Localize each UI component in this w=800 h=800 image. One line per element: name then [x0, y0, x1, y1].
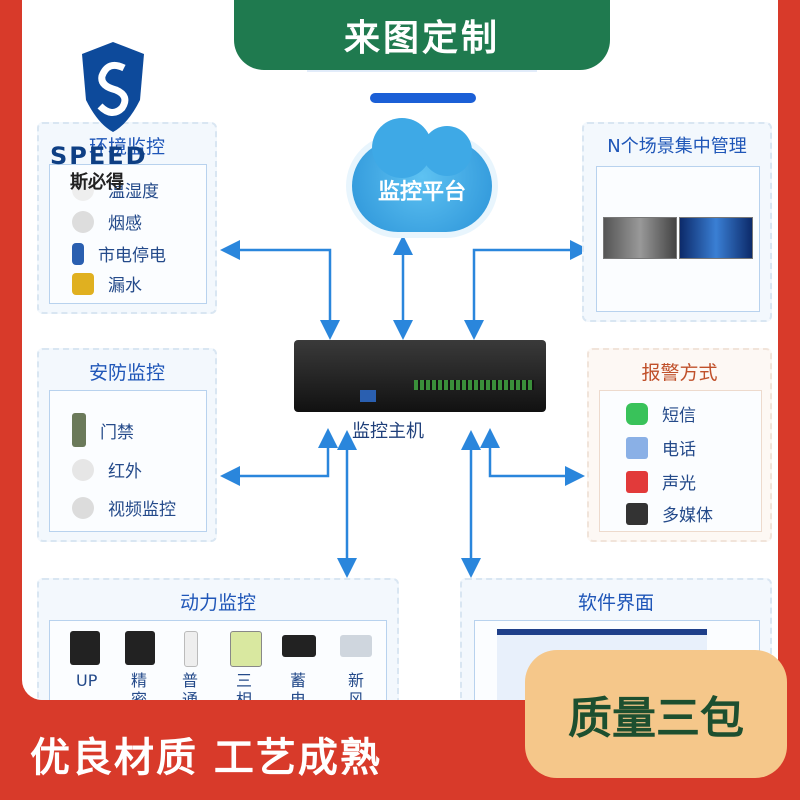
item-label: 市电停电 [98, 246, 166, 266]
terminal-block [414, 380, 534, 390]
arrow-scenes [464, 240, 590, 340]
fresh-air-icon [340, 635, 372, 657]
power-outage-icon [72, 242, 84, 265]
water-leak-icon [72, 272, 94, 295]
panel-title-environment: 环境监控 [88, 136, 165, 158]
battery-icon [282, 635, 316, 657]
title-underline [370, 93, 476, 103]
panel-inner-power: UP 精密 普通 三相 蓄电 新风 [49, 620, 387, 700]
panel-inner-scenes [596, 166, 760, 312]
item-label: 声光 [662, 474, 696, 494]
custom-order-banner: 来图定制 [234, 0, 610, 70]
server-room-photo [603, 217, 677, 259]
slogan-text: 优良材质 工艺成熟 [30, 735, 382, 781]
thermometer-icon [72, 178, 94, 201]
item-label: 视频监控 [108, 500, 176, 520]
power-item-label: 蓄电 [290, 671, 307, 700]
warranty-badge: 质量三包 [525, 650, 787, 778]
list-item: 漏水 [72, 271, 142, 296]
list-item: 烟感 [72, 209, 142, 234]
list-item: 视频监控 [72, 495, 176, 520]
sms-icon [626, 402, 648, 425]
smoke-detector-icon [72, 210, 94, 233]
item-label: 温湿度 [108, 182, 159, 202]
list-item: 多媒体 [626, 501, 713, 526]
host-label: 监控主机 [352, 421, 424, 442]
list-item: 声光 [626, 469, 696, 494]
panel-alarm: 报警方式 短信 电话 声光 多媒体 [587, 348, 772, 542]
panel-power: 动力监控 UP 精密 普通 三相 蓄电 新风 [37, 578, 399, 700]
list-item: 红外 [72, 457, 142, 482]
phone-icon [626, 436, 648, 459]
infrared-sensor-icon [72, 458, 94, 481]
item-label: 电话 [662, 440, 696, 460]
panel-inner-environment: 温湿度 烟感 市电停电 漏水 [49, 164, 207, 304]
power-item-label: 精密 [131, 671, 148, 700]
arrow-security [220, 428, 338, 486]
brand-logo-sub: 斯必得 [70, 172, 124, 193]
list-item: 温湿度 [72, 177, 159, 202]
item-label: 红外 [108, 462, 142, 482]
shield-icon [82, 42, 144, 132]
panel-title-software: 软件界面 [577, 592, 654, 614]
panel-scenes: N个场景集中管理 [582, 122, 772, 322]
camera-icon [72, 496, 94, 519]
panel-environment: 环境监控 温湿度 烟感 市电停电 漏水 [37, 122, 217, 314]
panel-title-scenes: N个场景集中管理 [607, 136, 747, 157]
panel-inner-alarm: 短信 电话 声光 多媒体 [599, 390, 762, 532]
item-label: 门禁 [100, 422, 134, 443]
panel-title-security: 安防监控 [88, 362, 165, 384]
list-item: 门禁 [72, 413, 134, 447]
access-control-icon [72, 413, 86, 447]
panel-inner-security: 门禁 红外 视频监控 [49, 390, 207, 532]
datacenter-photo [679, 217, 753, 259]
item-label: 漏水 [108, 276, 142, 296]
list-item: 电话 [626, 435, 696, 460]
ac-icon [184, 631, 198, 667]
power-item-label: 三相 [236, 671, 253, 700]
list-item: 短信 [626, 401, 696, 426]
siren-icon [626, 470, 648, 493]
diagram-canvas: 环境监控 温湿度 烟感 市电停电 漏水 SPEED 斯必得 N个场景集中管理 监… [22, 0, 778, 700]
brand-logo-text: SPEED [50, 142, 148, 170]
power-item-label: UP [76, 671, 98, 690]
connector-arrows [220, 235, 590, 578]
panel-security: 安防监控 门禁 红外 视频监控 [37, 348, 217, 542]
monitoring-platform-cloud: 监控平台 [352, 118, 492, 232]
cloud-label: 监控平台 [377, 180, 466, 205]
panel-title-alarm: 报警方式 [641, 362, 718, 384]
panel-title-power: 动力监控 [179, 592, 256, 614]
precision-ac-icon [125, 631, 155, 665]
ups-icon [70, 631, 100, 665]
monitoring-host-device [294, 340, 546, 412]
speaker-icon [626, 502, 648, 525]
three-phase-icon [230, 631, 262, 667]
arrow-alarm [480, 428, 585, 486]
power-item-label: 新风 [348, 671, 365, 700]
item-label: 烟感 [108, 214, 142, 234]
vga-port-icon [360, 390, 376, 402]
power-item-label: 普通 [182, 671, 199, 700]
item-label: 短信 [662, 406, 696, 426]
item-label: 多媒体 [662, 506, 713, 526]
list-item: 市电停电 [72, 241, 166, 266]
arrow-env [220, 240, 340, 340]
